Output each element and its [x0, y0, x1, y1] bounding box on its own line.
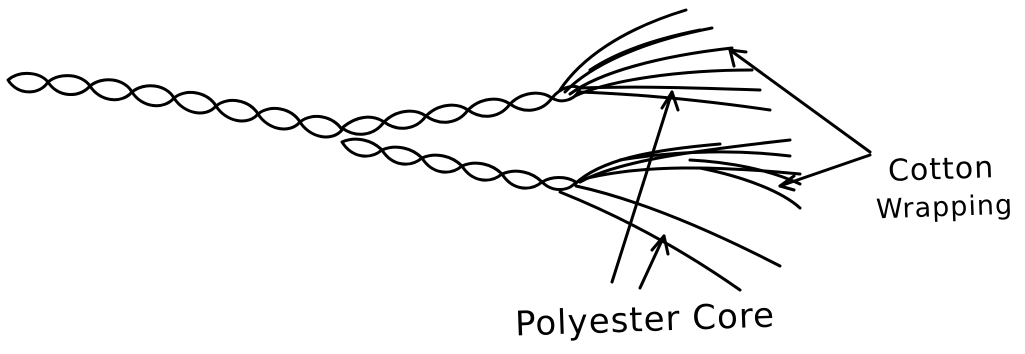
arrow-core-lower [640, 236, 668, 288]
twisted-rope-main [8, 73, 342, 137]
cotton-fibers-lower [575, 140, 800, 208]
label-cotton: Cotton [887, 150, 994, 189]
cotton-fibers-upper [560, 10, 752, 96]
twisted-strand-lower [342, 139, 576, 189]
polyester-core-lower [560, 186, 780, 290]
arrow-cotton-upper [730, 50, 870, 152]
label-wrapping: Wrapping [876, 190, 1014, 226]
twisted-strand-upper [342, 86, 580, 134]
